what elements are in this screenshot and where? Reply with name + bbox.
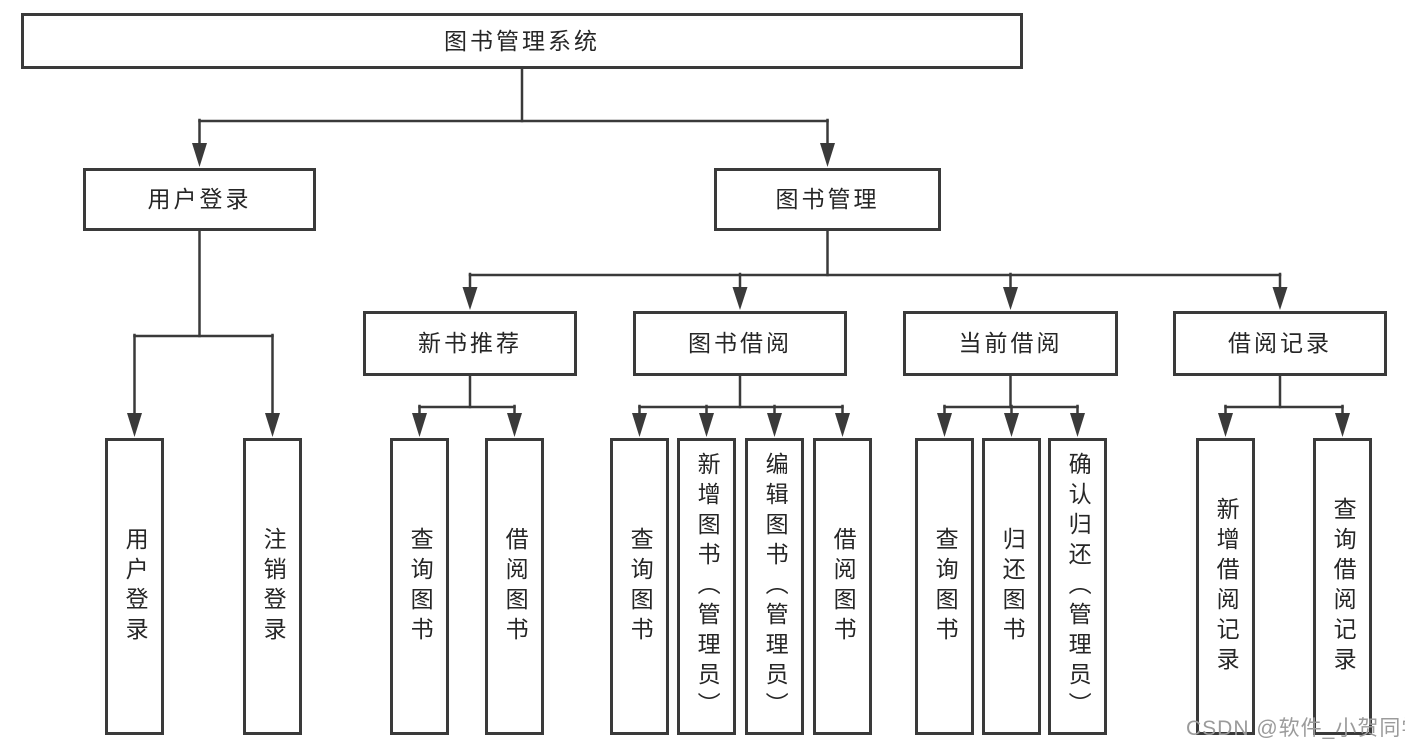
- arrow-down-icon: [1004, 413, 1019, 437]
- node-label: 用户登录: [147, 186, 252, 212]
- node-current-borrowing: 当前借阅: [903, 311, 1118, 376]
- node-label: 借阅图书: [830, 526, 857, 647]
- arrow-down-icon: [632, 413, 647, 437]
- arrow-down-icons: [127, 143, 1350, 437]
- watermark: CSDN @软件_小贺同学: [1186, 717, 1405, 740]
- leaf-borrowing-query-books: 查询图书: [610, 438, 669, 735]
- leaf-current-query-books: 查询图书: [915, 438, 974, 735]
- arrow-down-icon: [1003, 287, 1018, 310]
- leaf-user-login: 用户登录: [105, 438, 164, 735]
- node-label: 注销登录: [260, 526, 287, 647]
- node-book-borrowing: 图书借阅: [633, 311, 847, 376]
- node-label: 归还图书: [999, 526, 1026, 647]
- node-label: 图书借阅: [688, 330, 792, 356]
- node-label: 编辑图书（管理员）: [762, 451, 789, 722]
- node-label: 查询图书: [932, 526, 959, 647]
- node-borrowing-records: 借阅记录: [1173, 311, 1387, 376]
- leaf-recommend-borrow-books: 借阅图书: [485, 438, 544, 735]
- leaf-borrowing-borrow-books: 借阅图书: [813, 438, 872, 735]
- node-label: 查询图书: [627, 526, 654, 647]
- leaf-logout: 注销登录: [243, 438, 302, 735]
- arrow-down-icon: [1218, 413, 1233, 437]
- arrow-down-icon: [937, 413, 952, 437]
- node-label: 借阅图书: [502, 526, 529, 647]
- arrow-down-icon: [767, 413, 782, 437]
- leaf-edit-books-admin: 编辑图书（管理员）: [745, 438, 804, 735]
- leaf-add-books-admin: 新增图书（管理员）: [677, 438, 736, 735]
- arrow-down-icon: [412, 413, 427, 437]
- arrow-down-icon: [1272, 287, 1288, 310]
- arrow-down-icon: [507, 413, 522, 437]
- node-library-management-system: 图书管理系统: [21, 13, 1023, 69]
- arrow-down-icon: [462, 287, 478, 310]
- node-label: 新书推荐: [418, 330, 522, 356]
- leaf-recommend-query-books: 查询图书: [390, 438, 449, 735]
- node-user-login: 用户登录: [83, 168, 316, 231]
- arrow-down-icon: [127, 413, 142, 437]
- arrow-down-icon: [192, 143, 207, 167]
- arrow-down-icon: [1070, 413, 1085, 437]
- node-label: 用户登录: [122, 526, 149, 647]
- leaf-confirm-return-admin: 确认归还（管理员）: [1048, 438, 1107, 735]
- node-label: 新增借阅记录: [1213, 496, 1240, 677]
- node-label: 确认归还（管理员）: [1065, 451, 1092, 722]
- node-label: 借阅记录: [1228, 330, 1332, 356]
- node-book-management: 图书管理: [714, 168, 941, 231]
- node-label: 查询图书: [407, 526, 434, 647]
- node-label: 查询借阅记录: [1330, 496, 1357, 677]
- node-new-book-recommendation: 新书推荐: [363, 311, 577, 376]
- leaf-add-borrow-record: 新增借阅记录: [1196, 438, 1255, 735]
- arrow-down-icon: [835, 413, 850, 437]
- node-label: 图书管理: [775, 186, 880, 212]
- arrow-down-icon: [732, 287, 748, 310]
- node-label: 新增图书（管理员）: [694, 451, 721, 722]
- node-label: 当前借阅: [958, 330, 1063, 356]
- arrow-down-icon: [699, 413, 714, 437]
- arrow-down-icon: [820, 143, 835, 167]
- node-label: 图书管理系统: [444, 27, 600, 54]
- arrow-down-icon: [1335, 413, 1350, 437]
- leaf-query-borrow-record: 查询借阅记录: [1313, 438, 1372, 735]
- leaf-return-books: 归还图书: [982, 438, 1041, 735]
- arrow-down-icon: [265, 413, 280, 437]
